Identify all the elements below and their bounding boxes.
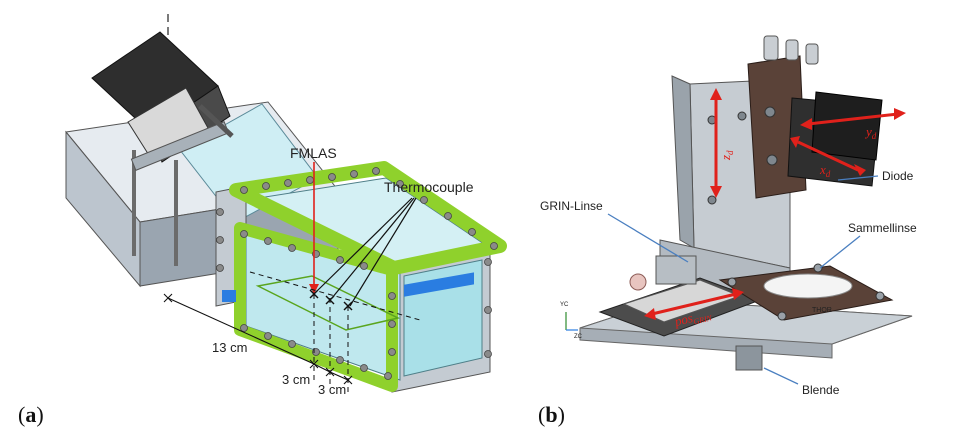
tower-bolts <box>707 106 778 205</box>
dimension-3cm-label-2: 3 cm <box>318 382 346 397</box>
panel-a-drawing: FMLAS Thermocouple 13 cm 3 cm 3 cm <box>65 14 507 397</box>
grin-holder <box>655 255 697 285</box>
axis-zc-label: ZC <box>574 334 583 340</box>
sammellinse-bolts <box>727 263 885 321</box>
thorlabs-mark: THOR <box>812 307 832 314</box>
sammellinse-lens <box>763 273 853 299</box>
axis-yc-label: YC <box>560 302 569 308</box>
yd-label: yd <box>864 124 877 141</box>
sammellinse-label: Sammellinse <box>848 221 917 235</box>
xd-label: xd <box>819 162 831 179</box>
thermocouple-arrows <box>317 197 417 307</box>
fmlas-label: FMLAS <box>290 145 337 161</box>
axis-triad: YC ZC <box>560 302 583 340</box>
sample-outline <box>255 275 401 331</box>
grin-knob <box>629 273 647 291</box>
top-pins <box>763 35 819 65</box>
dimension-lines <box>163 293 353 385</box>
dimension-13cm-label: 13 cm <box>212 340 247 355</box>
blue-foot-left <box>222 290 236 302</box>
fmlas-arrowhead <box>309 284 319 294</box>
blue-foot-right <box>404 272 474 297</box>
diode-label: Diode <box>882 169 914 183</box>
panel-b-label: (b) <box>538 402 565 427</box>
tower-side <box>671 75 695 249</box>
frame-front <box>234 222 398 392</box>
panel-a-label: (a) <box>18 402 44 427</box>
thermocouple-label: Thermocouple <box>384 179 474 195</box>
blende-plate <box>735 345 763 371</box>
measurement-dashes <box>249 271 421 396</box>
thermocouple-marks <box>309 289 353 311</box>
dimension-3cm-label-1: 3 cm <box>282 372 310 387</box>
blende-label: Blende <box>802 383 840 397</box>
leader-lines <box>607 175 879 385</box>
red-arrows <box>644 88 906 320</box>
mount-screw <box>198 104 234 138</box>
mount-bracket <box>130 121 230 171</box>
zd-label: zd <box>718 150 735 161</box>
grin-linse-label: GRIN-Linse <box>540 199 603 213</box>
panel-b-drawing: THOR YC ZC <box>540 35 917 397</box>
diode-housing <box>811 91 883 161</box>
